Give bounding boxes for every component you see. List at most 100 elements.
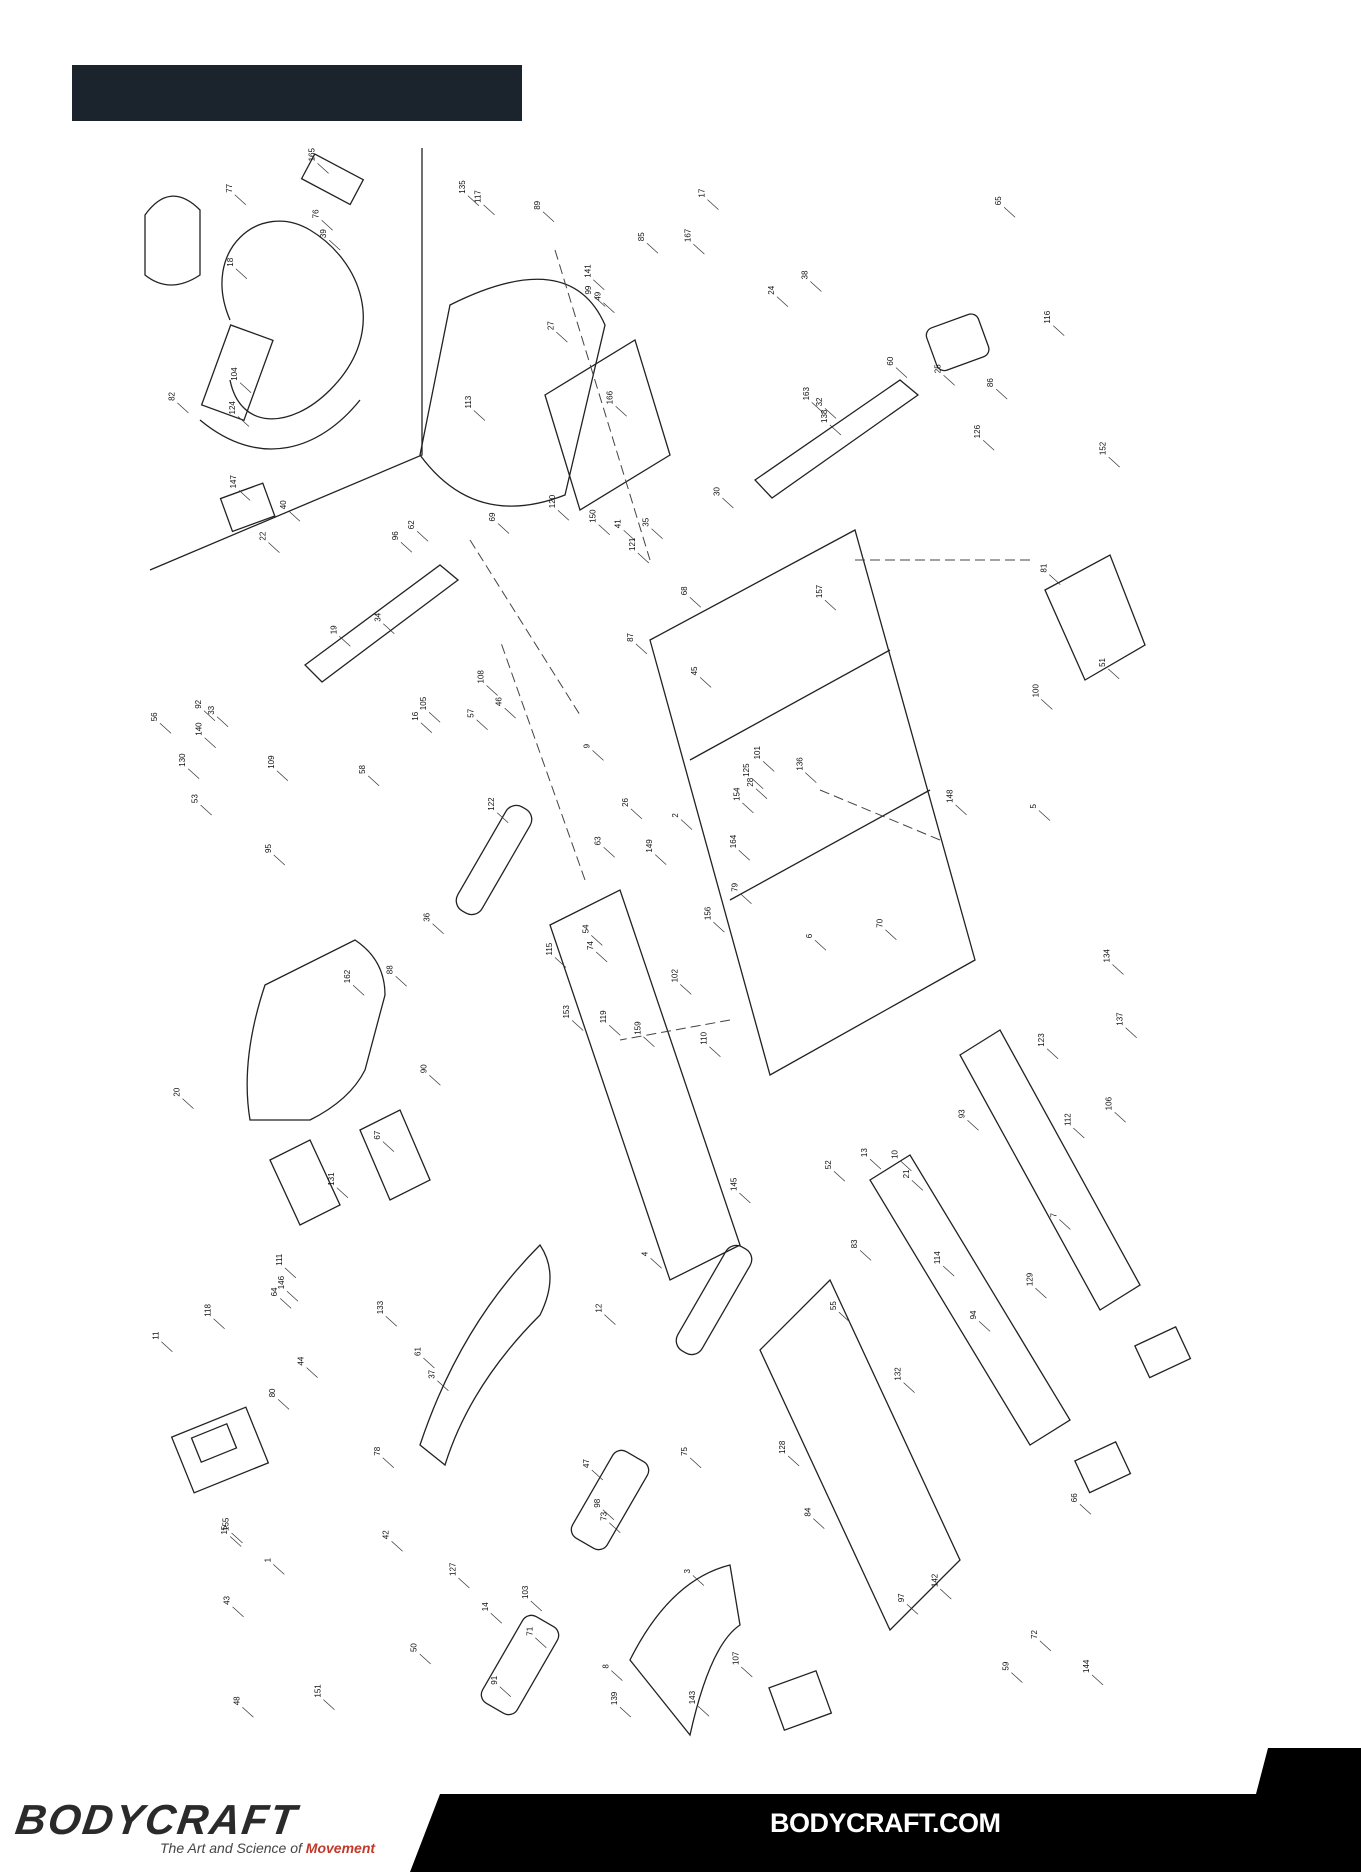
leader-line xyxy=(699,677,712,688)
part-label: 14 xyxy=(481,1602,490,1611)
leader-line xyxy=(352,984,365,996)
part-label: 41 xyxy=(614,519,623,528)
leader-line xyxy=(598,524,610,536)
leader-line xyxy=(203,710,216,722)
leader-line xyxy=(654,854,667,865)
part-label: 59 xyxy=(1001,1661,1010,1670)
leader-line xyxy=(776,296,789,307)
leader-line xyxy=(323,1699,335,1710)
part-label: 156 xyxy=(703,906,712,920)
part-label: 19 xyxy=(329,625,338,634)
leader-line xyxy=(814,939,827,951)
bottom-module xyxy=(768,1669,833,1731)
leader-line xyxy=(787,1455,800,1467)
leader-line xyxy=(824,599,837,611)
part-label: 131 xyxy=(327,1172,336,1186)
leader-line xyxy=(942,1265,955,1277)
end-cap-left xyxy=(1074,1441,1132,1494)
leader-line xyxy=(709,1046,721,1057)
part-label: 125 xyxy=(742,763,751,777)
part-label: 11 xyxy=(151,1331,160,1340)
leader-line xyxy=(476,719,488,730)
part-label: 102 xyxy=(670,969,679,983)
console-wiring-box xyxy=(269,1139,341,1226)
part-label: 26 xyxy=(621,797,630,806)
handlebar-grip-right xyxy=(570,1449,650,1551)
leader-line xyxy=(187,768,200,780)
assembly-dashline-2 xyxy=(554,249,651,561)
leader-line xyxy=(697,1706,710,1717)
footer-corner-tab xyxy=(1240,1748,1361,1872)
leader-line xyxy=(811,402,824,413)
part-label: 98 xyxy=(593,1498,602,1507)
part-label: 97 xyxy=(897,1593,906,1602)
leader-line xyxy=(762,761,775,772)
leader-line xyxy=(276,770,289,782)
leader-line xyxy=(630,808,643,820)
part-label: 49 xyxy=(593,291,602,300)
part-label: 115 xyxy=(545,942,554,955)
part-label: 120 xyxy=(548,494,557,508)
part-label: 18 xyxy=(226,257,235,266)
part-label: 8 xyxy=(601,1664,610,1669)
part-label: 52 xyxy=(824,1160,833,1169)
part-label: 66 xyxy=(1070,1493,1079,1502)
leader-line xyxy=(722,497,734,509)
handlebar-grip-left xyxy=(480,1614,560,1716)
part-label: 140 xyxy=(195,722,204,736)
part-label: 51 xyxy=(1098,657,1107,666)
part-label: 7 xyxy=(1049,1213,1058,1218)
part-label: 108 xyxy=(477,670,486,684)
leader-line xyxy=(967,1120,979,1131)
part-label: 82 xyxy=(167,391,176,400)
part-label: 47 xyxy=(582,1459,591,1468)
part-label: 157 xyxy=(815,584,824,598)
leader-line xyxy=(707,199,719,210)
part-label: 118 xyxy=(204,1303,213,1316)
leader-line xyxy=(646,242,659,254)
part-label: 72 xyxy=(1030,1629,1039,1638)
part-label: 93 xyxy=(958,1109,967,1118)
part-label: 105 xyxy=(419,696,428,710)
part-label: 145 xyxy=(729,1177,738,1191)
leader-line xyxy=(383,623,395,635)
leader-line xyxy=(231,1532,243,1544)
running-deck xyxy=(759,1278,961,1632)
leader-line xyxy=(869,1158,882,1170)
part-label: 123 xyxy=(1037,1033,1046,1047)
tagline-prefix: The Art and Science of xyxy=(160,1840,306,1856)
leader-line xyxy=(161,1341,173,1353)
part-label: 1 xyxy=(263,1557,272,1562)
part-label: 69 xyxy=(488,512,497,521)
part-number-labels: 1592274155154373835321563914495152153157… xyxy=(150,148,1137,1718)
part-label: 3 xyxy=(683,1569,692,1574)
leader-line xyxy=(900,1160,912,1172)
leader-line xyxy=(623,529,635,541)
leader-line xyxy=(530,1600,543,1612)
frame-cross-1 xyxy=(689,649,891,761)
part-label: 85 xyxy=(637,232,646,241)
leader-line xyxy=(416,530,429,542)
leader-line xyxy=(458,1577,470,1589)
left-upright xyxy=(304,564,460,683)
part-label: 36 xyxy=(423,912,432,921)
leader-line xyxy=(423,1357,435,1369)
part-label: 46 xyxy=(495,697,504,706)
part-label: 159 xyxy=(633,1021,642,1035)
leader-line xyxy=(382,1141,395,1152)
website-link[interactable]: BODYCRAFT.COM xyxy=(770,1808,1001,1838)
part-label: 81 xyxy=(1039,563,1048,572)
part-label: 53 xyxy=(191,794,200,803)
leader-line xyxy=(643,1036,655,1048)
part-label: 15 xyxy=(220,1525,229,1534)
part-label: 150 xyxy=(589,509,598,523)
part-label: 80 xyxy=(268,1388,277,1397)
part-label: 163 xyxy=(802,387,811,401)
part-label: 87 xyxy=(626,632,635,641)
leader-line xyxy=(1052,325,1065,336)
part-label: 109 xyxy=(267,755,276,769)
part-label: 58 xyxy=(358,764,367,773)
leader-line xyxy=(943,374,955,386)
leader-line xyxy=(1049,574,1061,585)
